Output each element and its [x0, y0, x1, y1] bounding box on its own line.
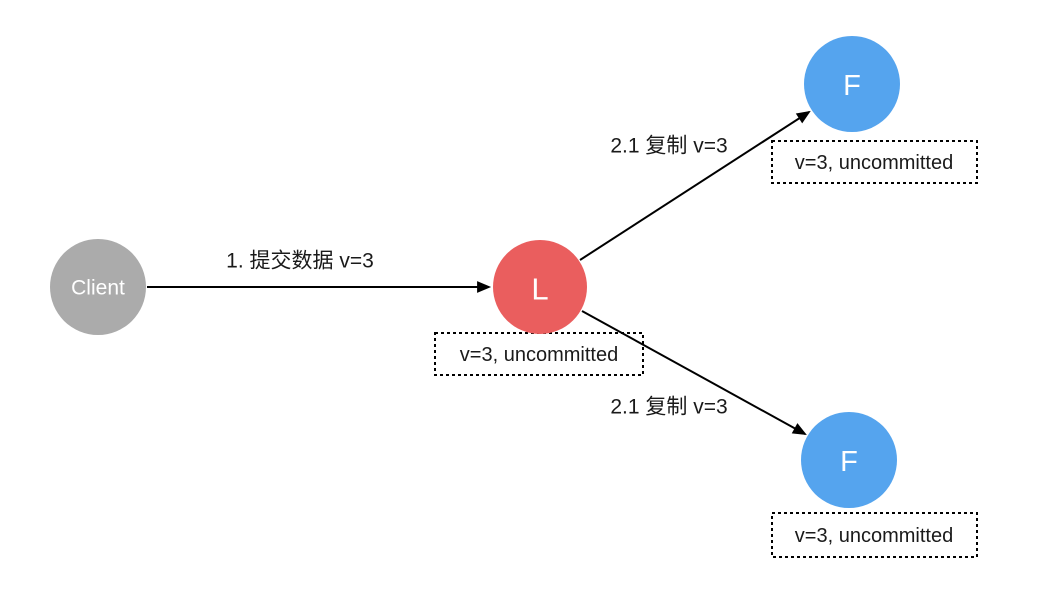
leader-state-box — [434, 332, 644, 376]
follower-bottom-node — [801, 412, 897, 508]
leader-state-label: v=3, uncommitted — [460, 344, 618, 366]
leader-node-label: L — [531, 272, 548, 307]
edge-leader-to-follower-top — [579, 110, 811, 261]
edge-label-leader-to-follower-top: 2.1 复制 v=3 — [610, 135, 727, 158]
leader-node — [493, 240, 587, 334]
edge-leader-to-follower-bottom — [581, 310, 807, 436]
follower-top-node — [804, 36, 900, 132]
follower-top-state-box — [771, 140, 978, 184]
edge-label-leader-to-follower-bottom: 2.1 复制 v=3 — [610, 396, 727, 419]
follower-bottom-node-label: F — [840, 446, 858, 478]
follower-bottom-state-label: v=3, uncommitted — [795, 525, 953, 547]
client-node-label: Client — [71, 277, 125, 300]
client-node — [50, 239, 146, 335]
follower-top-node-label: F — [843, 70, 861, 102]
follower-top-state-label: v=3, uncommitted — [795, 152, 953, 174]
edge-label-client-to-leader: 1. 提交数据 v=3 — [226, 250, 374, 273]
follower-bottom-state-box — [771, 512, 978, 558]
